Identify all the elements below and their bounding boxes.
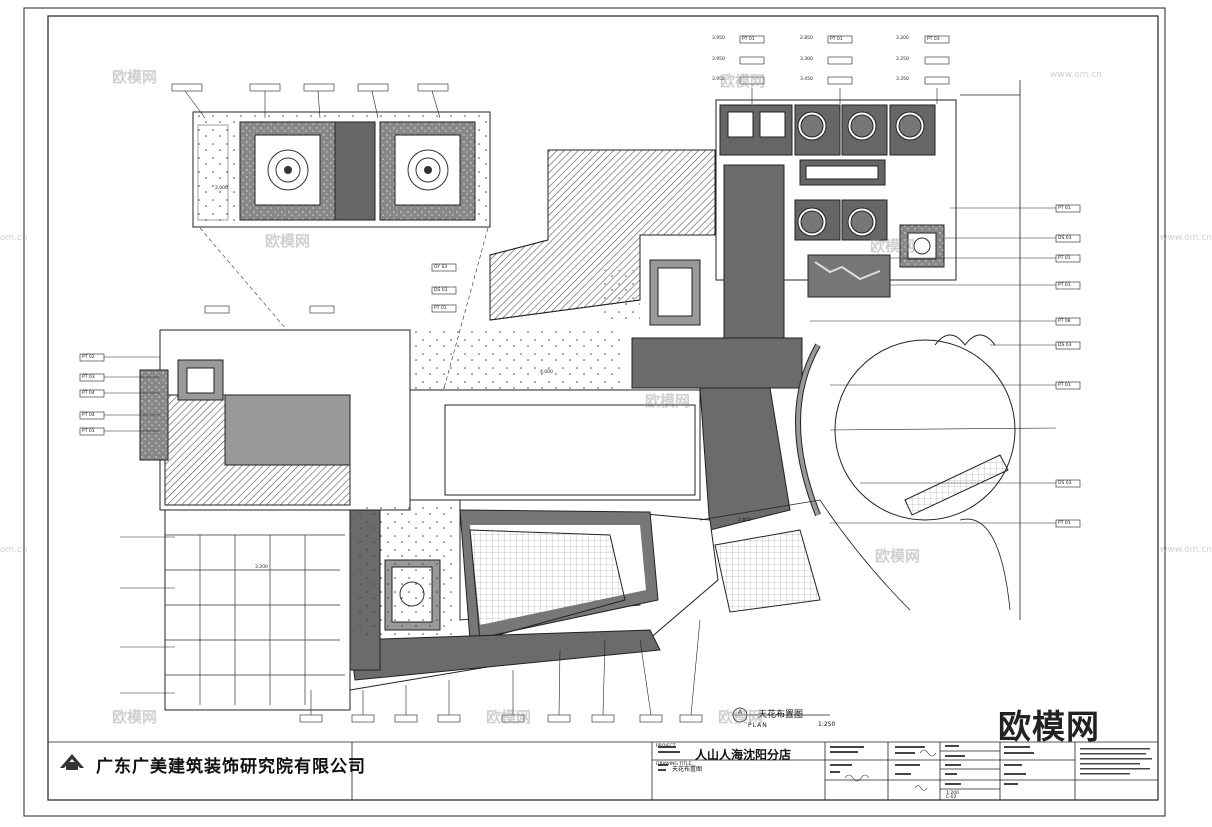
material-tag: PT 04 [82,391,95,396]
outer-border [23,7,1166,817]
top-tags [204,35,950,314]
elevation-label: 3.950 [712,77,725,82]
material-tag: PT 03 [82,375,95,380]
title-block-details [658,745,1152,785]
elevation-label: 3.950 [712,36,725,41]
material-tag: PT 04 [82,413,95,418]
material-tag: PT 01 [1058,283,1071,288]
scale-code: 1:200 [946,791,959,796]
watermark-brand: 欧模网 [265,232,311,250]
drawing-label: DRAWING TITLE [656,762,692,767]
plan-scale: 1:250 [818,721,836,728]
material-tag: PT 01 [434,306,447,311]
material-tag: PT 01 [1058,521,1071,526]
watermark-url: www.om.cn [1160,545,1212,555]
bottom-tags [299,619,703,723]
material-tag: GY 03 [434,265,448,270]
watermark-brand: 欧模网 [112,68,158,86]
elevation-label: 3.200 [896,36,909,41]
material-tag: PT 02 [82,355,95,360]
plan-title: 天花布置图 [758,710,804,720]
elevation-label: 3.250 [896,57,909,62]
watermark-brand: 欧模网 [875,547,921,565]
watermark-brand: 欧模网 [720,72,766,90]
drawing-name: 天花布置图 [672,766,703,773]
elevation-label: 2.850 [800,36,813,41]
inner-border [47,15,1159,801]
material-tag: DS 03 [1058,236,1072,241]
right-tags [810,204,1081,528]
watermark-brand: 欧模网 [112,708,158,726]
watermark-url: om.cn [0,545,28,555]
watermark-brand-large: 欧模网 [998,707,1100,746]
plan-label: PLAN [748,722,768,729]
title-block [48,741,1158,800]
material-tag: PT 01 [82,429,95,434]
plan-title-mark [732,707,830,723]
material-tag: DS 03 [1058,343,1072,348]
material-tag: DS 03 [434,288,448,293]
project-label: PROJECT [656,744,676,749]
watermark-brand: 欧模网 [645,392,691,410]
watermark-brand: 欧模网 [486,708,532,726]
material-tag: PT 08 [1058,319,1071,324]
elevation-label: 3.950 [712,57,725,62]
material-tag: PT 01 [1058,383,1071,388]
company-logo [60,754,84,770]
watermark-url: om.cn [0,233,28,243]
watermark-url: www.om.cn [1050,70,1102,80]
watermark-url: www.om.cn [1160,233,1212,243]
left-tags [79,353,175,694]
material-tag: PT 03 [927,37,940,42]
elevation-label: 2.800 [738,518,751,523]
material-tag: PT 01 [1058,206,1071,211]
sheet-number: C-02 [946,795,957,800]
plan-circle-id: A [738,709,743,716]
watermark-brand: 欧模网 [718,708,764,726]
detail-ceiling-plan [192,111,491,228]
material-tag: PT 01 [742,37,755,42]
material-tag: DS 03 [1058,481,1072,486]
signatures [844,749,937,791]
watermark-brand: 欧模网 [870,237,916,255]
elevation-label: 4.000 [540,370,553,375]
company-name: 广东广美建筑装饰研究院有限公司 [96,757,366,777]
elevation-label: 3.300 [800,57,813,62]
elevation-label: 3.450 [800,77,813,82]
project-name: 人山人海沈阳分店 [695,748,792,762]
elevation-label: 2.000 [215,186,228,191]
material-tag: PT 01 [830,37,843,42]
detail-tags [171,83,449,119]
elevation-label: 3.200 [255,565,268,570]
elevation-label: 3.350 [896,77,909,82]
material-tag: PT 01 [1058,256,1071,261]
